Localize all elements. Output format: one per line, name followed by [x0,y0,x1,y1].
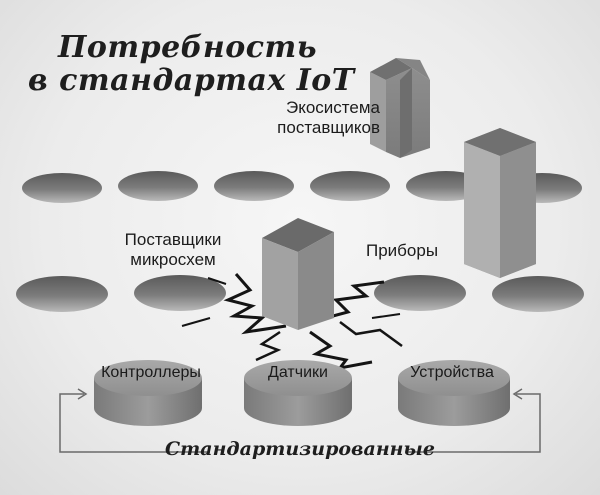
label-chip-suppliers: Поставщики микросхем [124,230,222,269]
hole [310,171,390,201]
central-block [262,218,334,330]
hole-row-middle [16,275,584,312]
cylinder-sensors [244,360,352,426]
title-line-1: Потребность [58,30,318,65]
cylinder-devices [398,360,510,426]
label-ecosystem: Экосистема поставщиков [277,98,380,137]
hole [16,276,108,312]
ecosystem-prism [370,58,430,158]
cylinder-label-controllers: Контроллеры [101,364,201,381]
cylinder-controllers [94,360,202,426]
standardized-label: Стандартизированные [165,438,435,460]
standardized-bracket [59,388,541,453]
hole [374,275,466,311]
cylinder-label-sensors: Датчики [268,364,328,381]
hole [22,173,102,203]
hole [492,276,584,312]
ground-cracks [181,273,403,371]
hole [118,171,198,201]
hole-row-top [22,171,582,203]
devices-prism [464,128,536,278]
title-line-2: в стандартах IoT [28,63,355,98]
hole [134,275,226,311]
cylinder-label-devices: Устройства [410,364,494,381]
label-devices: Приборы [366,241,439,260]
hole [214,171,294,201]
